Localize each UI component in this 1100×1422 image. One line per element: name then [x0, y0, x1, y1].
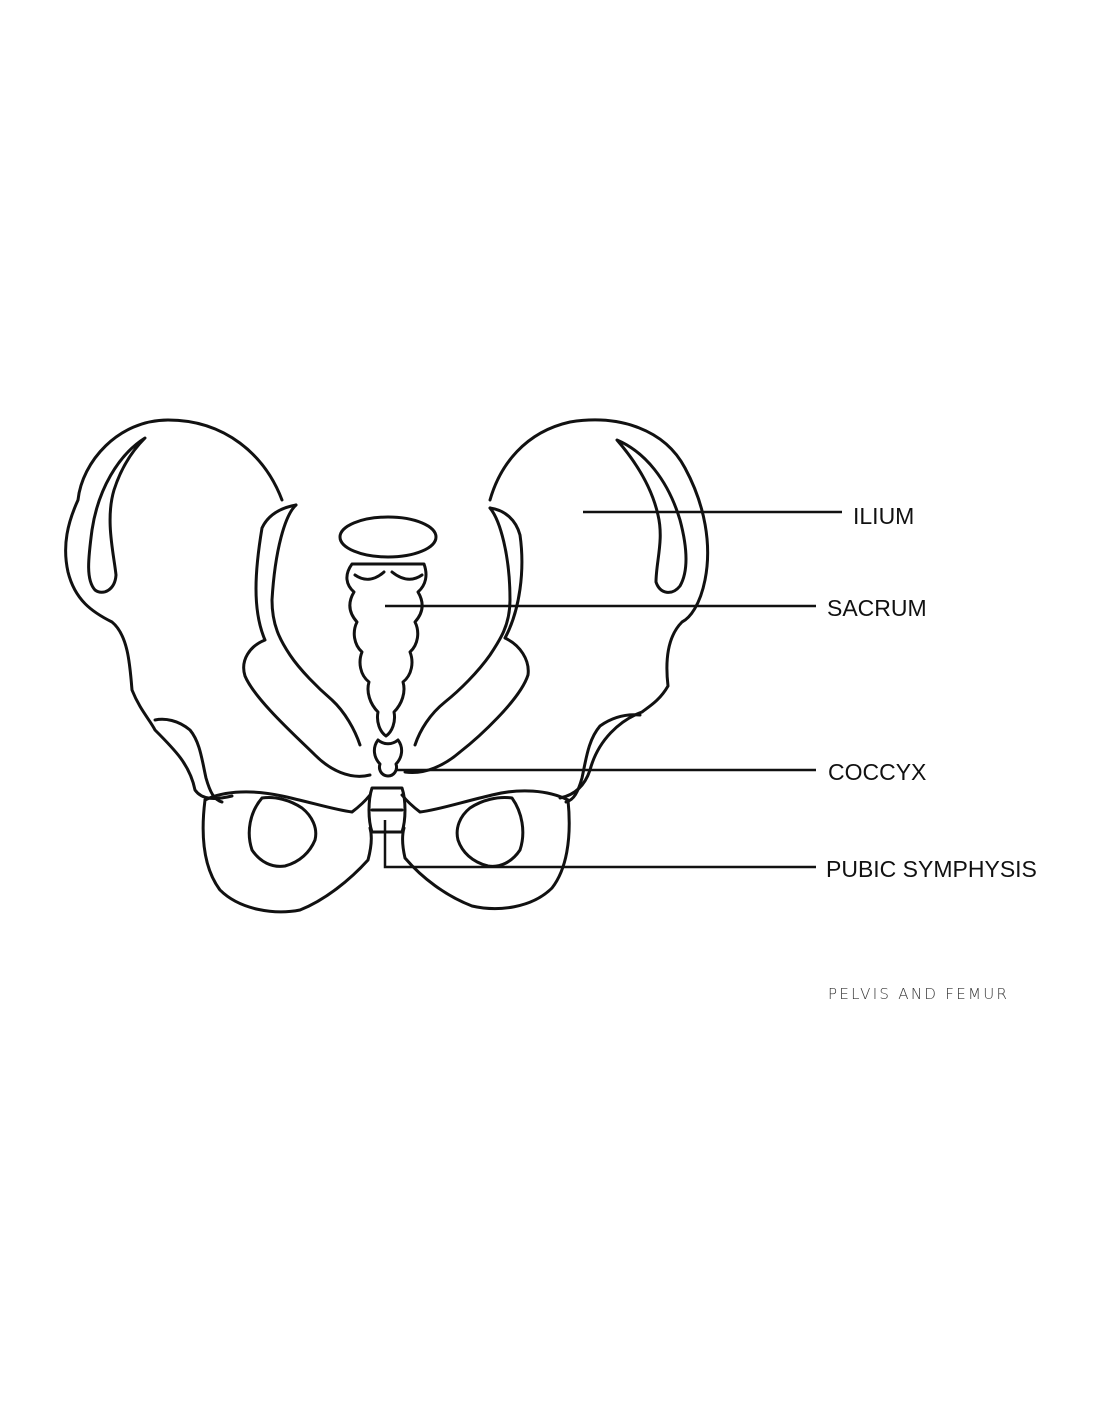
left-pubic-lower-outline	[201, 798, 373, 914]
right-pubic-outline	[400, 789, 570, 814]
pubic-symphysis-label: PUBIC SYMPHYSIS	[826, 856, 1037, 882]
left-inner-wing	[270, 503, 362, 747]
pubic-symphysis-outline	[367, 786, 407, 834]
right-inner-wing	[413, 506, 512, 747]
left-ischium-ridge	[153, 717, 224, 804]
right-ilium-outline	[488, 418, 710, 800]
sacrum-crest-left	[353, 570, 386, 581]
right-ischium-ridge	[564, 713, 642, 804]
right-obturator-foramen	[455, 796, 525, 868]
sacrum-crest-right	[390, 570, 424, 581]
ilium-label: ILIUM	[853, 503, 915, 529]
sacrum-outline	[345, 562, 428, 738]
diagram-caption: PELVIS AND FEMUR	[828, 985, 1010, 1003]
coccyx-outline	[372, 738, 404, 778]
right-iliac-crest-groove	[615, 438, 688, 594]
coccyx-label: COCCYX	[828, 759, 927, 785]
right-pubic-lower-outline	[401, 798, 571, 911]
left-iliac-crest-groove	[87, 436, 147, 594]
left-pubic-outline	[203, 790, 372, 814]
sacrum-label: SACRUM	[827, 595, 927, 621]
pubic-symphysis-leader-line	[383, 820, 816, 869]
sacral-promontory	[338, 515, 438, 559]
left-sacroiliac-outline	[242, 503, 372, 778]
left-ilium-outline	[64, 418, 284, 800]
right-sacroiliac-outline	[403, 506, 530, 775]
left-obturator-foramen	[247, 796, 318, 868]
